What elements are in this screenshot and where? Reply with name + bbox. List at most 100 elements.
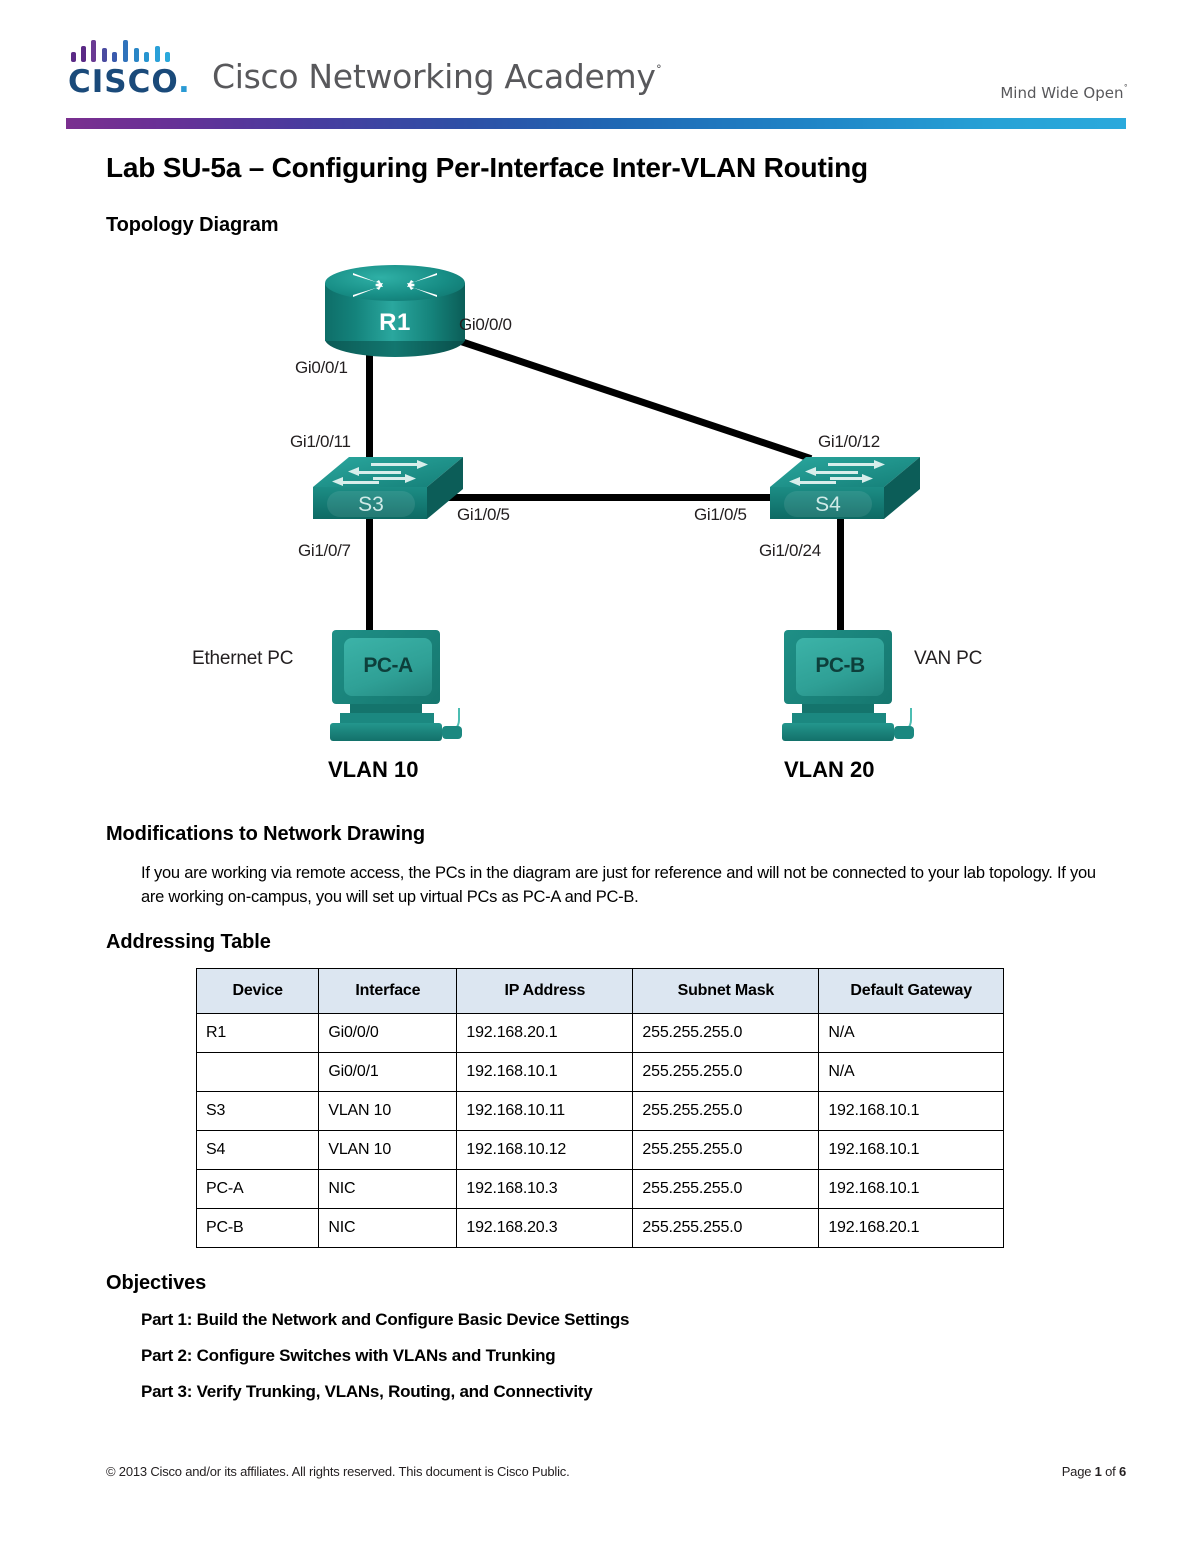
interface-label-r1-gi0-0-1: Gi0/0/1	[295, 358, 348, 377]
cell-device: PC-A	[195, 1169, 320, 1209]
table-row: S3 VLAN 10 192.168.10.11 255.255.255.0 1…	[195, 1091, 1004, 1131]
interface-label-s3-gi1-0-11: Gi1/0/11	[290, 432, 351, 451]
pc-mouse	[442, 726, 462, 739]
device-pc-b[interactable]: PC-B	[778, 630, 914, 746]
link-r1-to-s3	[366, 327, 373, 475]
interface-label-s4-gi1-0-5: Gi1/0/5	[694, 505, 747, 524]
cell-gateway: 192.168.10.1	[818, 1091, 1004, 1131]
cell-mask: 255.255.255.0	[632, 1091, 820, 1131]
objective-part-1: Part 1: Build the Network and Configure …	[141, 1310, 630, 1329]
annotation-van-pc: VAN PC	[914, 648, 983, 669]
objective-part-3: Part 3: Verify Trunking, VLANs, Routing,…	[141, 1382, 593, 1401]
column-header-ip: IP Address	[456, 968, 634, 1014]
table-row: R1 Gi0/0/0 192.168.20.1 255.255.255.0 N/…	[195, 1013, 1004, 1053]
cell-ip: 192.168.10.11	[456, 1091, 634, 1131]
section-heading-addressing: Addressing Table	[106, 931, 271, 953]
tagline-trademark: ˚	[1123, 85, 1129, 95]
cell-gateway: 192.168.10.1	[818, 1130, 1004, 1170]
link-s3-to-pca	[366, 513, 373, 635]
section-heading-modifications: Modifications to Network Drawing	[106, 823, 426, 845]
cell-interface: NIC	[318, 1208, 458, 1248]
cell-device	[195, 1052, 320, 1092]
pc-label-a: PC-A	[363, 654, 413, 677]
footer-copyright: © 2013 Cisco and/or its affiliates. All …	[106, 1464, 570, 1479]
pc-monitor: PC-A	[332, 630, 440, 704]
pc-mouse	[894, 726, 914, 739]
section-heading-topology: Topology Diagram	[106, 214, 279, 236]
pc-base	[330, 723, 442, 741]
device-router-r1[interactable]: R1	[325, 265, 465, 357]
cell-gateway: N/A	[818, 1013, 1004, 1053]
page-prefix: Page	[1061, 1464, 1095, 1479]
switch-label-s4: S4	[815, 493, 841, 516]
cell-interface: Gi0/0/0	[318, 1013, 458, 1053]
column-header-gateway: Default Gateway	[818, 968, 1004, 1014]
cisco-wordmark: CISCO.	[68, 64, 191, 100]
pc-neck	[802, 704, 874, 713]
cell-mask: 255.255.255.0	[632, 1169, 820, 1209]
router-label: R1	[379, 309, 411, 336]
cell-interface: NIC	[318, 1169, 458, 1209]
cisco-logo: CISCO.	[68, 36, 191, 100]
link-s4-to-pcb	[837, 513, 844, 635]
objective-part-2: Part 2: Configure Switches with VLANs an…	[141, 1346, 556, 1365]
cell-gateway: 192.168.10.1	[818, 1169, 1004, 1209]
router-top	[325, 265, 465, 301]
cell-device: PC-B	[195, 1208, 320, 1248]
interface-label-s3-gi1-0-5: Gi1/0/5	[457, 505, 510, 524]
cell-ip: 192.168.10.12	[456, 1130, 634, 1170]
column-header-mask: Subnet Mask	[632, 968, 820, 1014]
cisco-tagline: Mind Wide Open˚	[1000, 84, 1128, 102]
device-switch-s4[interactable]: S4	[770, 453, 920, 525]
footer-page-number: Page 1 of 6	[1061, 1464, 1127, 1479]
academy-trademark: ˚	[655, 65, 663, 80]
cisco-tagline-label: Mind Wide Open	[1000, 84, 1124, 102]
section-heading-objectives: Objectives	[106, 1272, 207, 1294]
cell-interface: Gi0/0/1	[318, 1052, 458, 1092]
table-row: PC-A NIC 192.168.10.3 255.255.255.0 192.…	[195, 1169, 1004, 1209]
networking-academy-label: Cisco Networking Academy	[212, 57, 656, 96]
column-header-interface: Interface	[318, 968, 458, 1014]
pc-label-b: PC-B	[815, 654, 865, 677]
page-total: 6	[1118, 1464, 1126, 1479]
cell-gateway: 192.168.20.1	[818, 1208, 1004, 1248]
pc-monitor: PC-B	[784, 630, 892, 704]
pc-keyboard	[792, 713, 886, 723]
cell-interface: VLAN 10	[318, 1091, 458, 1131]
vlan-label-left: VLAN 10	[328, 757, 419, 782]
switch-label-s3: S3	[358, 493, 384, 516]
cell-ip: 192.168.10.3	[456, 1169, 634, 1209]
router-arrows-icon	[345, 269, 445, 303]
interface-label-s4-gi1-0-24: Gi1/0/24	[759, 541, 821, 560]
pc-neck	[350, 704, 422, 713]
vlan-label-right: VLAN 20	[784, 757, 875, 782]
header-gradient-rule	[66, 118, 1126, 129]
interface-label-s4-gi1-0-12: Gi1/0/12	[818, 432, 880, 451]
cell-ip: 192.168.10.1	[456, 1052, 634, 1092]
link-r1-to-s4	[444, 333, 813, 462]
pc-keyboard	[340, 713, 434, 723]
cell-interface: VLAN 10	[318, 1130, 458, 1170]
switch-label-pill	[784, 491, 872, 517]
pc-screen: PC-A	[344, 638, 432, 696]
cell-mask: 255.255.255.0	[632, 1052, 820, 1092]
column-header-device: Device	[195, 968, 320, 1014]
cell-gateway: N/A	[818, 1052, 1004, 1092]
device-switch-s3[interactable]: S3	[313, 453, 463, 525]
interface-label-r1-gi0-0-0: Gi0/0/0	[459, 315, 512, 334]
page-middle: of	[1101, 1464, 1119, 1479]
annotation-ethernet-pc: Ethernet PC	[192, 648, 294, 669]
table-row: S4 VLAN 10 192.168.10.12 255.255.255.0 1…	[195, 1130, 1004, 1170]
table-row: Gi0/0/1 192.168.10.1 255.255.255.0 N/A	[195, 1052, 1004, 1092]
cell-mask: 255.255.255.0	[632, 1130, 820, 1170]
cisco-wordmark-dot: .	[178, 64, 191, 100]
cell-mask: 255.255.255.0	[632, 1208, 820, 1248]
cell-device: S3	[195, 1091, 320, 1131]
networking-academy-title: Cisco Networking Academy˚	[212, 57, 662, 96]
switch-label-pill	[327, 491, 415, 517]
cisco-wordmark-text: CISCO	[68, 64, 179, 100]
link-s3-to-s4	[420, 494, 850, 501]
cell-ip: 192.168.20.1	[456, 1013, 634, 1053]
device-pc-a[interactable]: PC-A	[326, 630, 462, 746]
pc-base	[782, 723, 894, 741]
